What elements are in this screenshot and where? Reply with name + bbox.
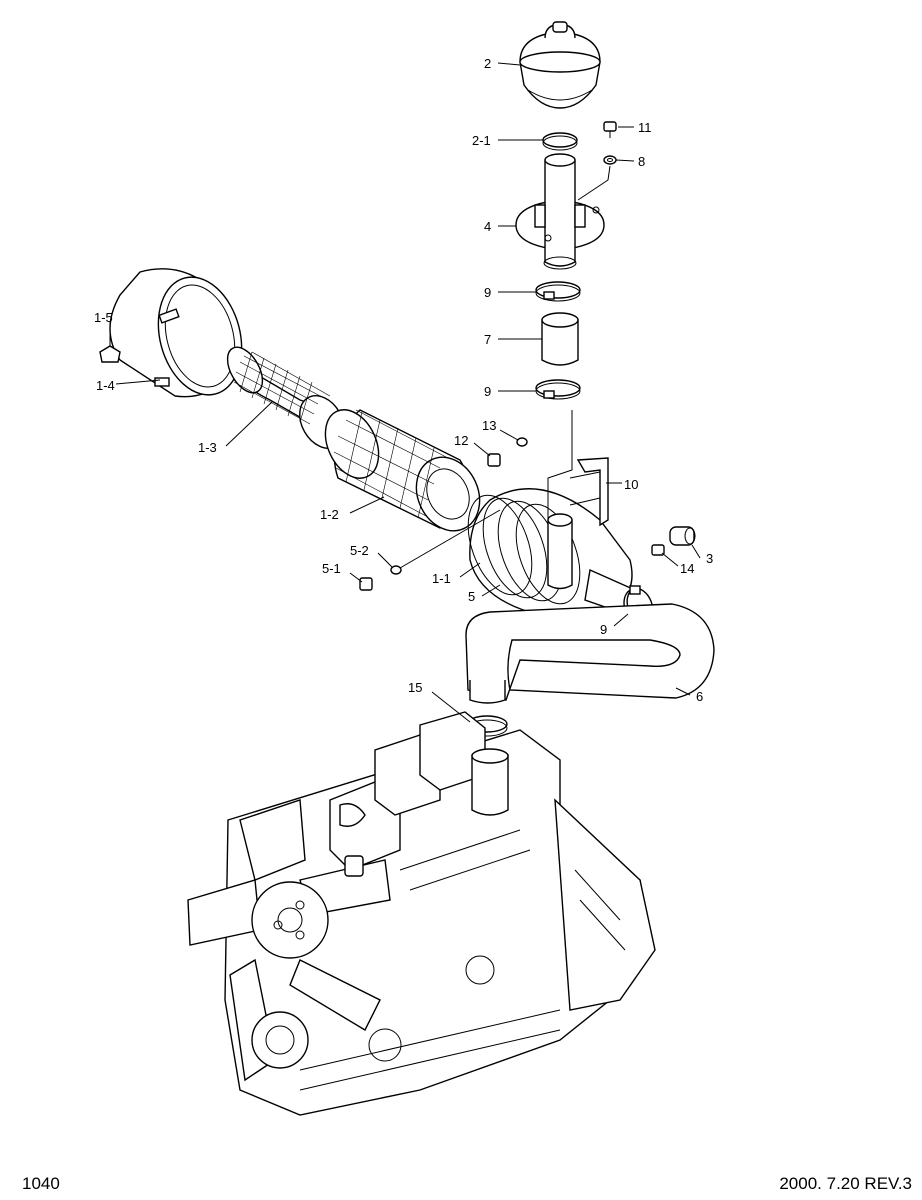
engine-assembly bbox=[187, 711, 656, 1116]
leader-lines bbox=[109, 62, 701, 723]
callout-10: 10 bbox=[624, 477, 638, 492]
revision-date: 2000. 7.20 REV.3 bbox=[779, 1174, 912, 1193]
callout-1-2: 1-2 bbox=[320, 507, 339, 522]
page-number: 1040 bbox=[22, 1174, 60, 1193]
inlet-tube-4 bbox=[515, 153, 605, 270]
callout-15: 15 bbox=[408, 680, 422, 695]
callout-9-lower: 9 bbox=[600, 622, 607, 637]
callout-2-1: 2-1 bbox=[472, 133, 491, 148]
washer-5-2 bbox=[390, 565, 402, 575]
hose-clamp-9-upper bbox=[535, 281, 581, 302]
hose-clamp-9-middle bbox=[535, 379, 581, 400]
callout-labels: 2 2-1 11 8 4 9 7 9 1-5 1-4 1-3 13 12 10 … bbox=[94, 56, 713, 704]
callout-9-upper: 9 bbox=[484, 285, 491, 300]
callout-3: 3 bbox=[706, 551, 713, 566]
evacuator-valve-1-5 bbox=[99, 345, 121, 363]
precleaner-cap bbox=[519, 21, 601, 109]
washer-8 bbox=[603, 155, 617, 165]
clamp-2-1 bbox=[542, 132, 578, 151]
callout-9-middle: 9 bbox=[484, 384, 491, 399]
callout-6: 6 bbox=[696, 689, 703, 704]
adapter-14 bbox=[651, 544, 665, 556]
dust-indicator-3 bbox=[669, 526, 696, 546]
callout-1-1: 1-1 bbox=[432, 571, 451, 586]
bolt-12 bbox=[487, 453, 501, 467]
callout-11: 11 bbox=[638, 120, 652, 135]
callout-5-2: 5-2 bbox=[350, 543, 369, 558]
callout-1-3: 1-3 bbox=[198, 440, 217, 455]
callout-2: 2 bbox=[484, 56, 491, 71]
callout-7: 7 bbox=[484, 332, 491, 347]
bolt-11 bbox=[603, 121, 617, 138]
washer-13 bbox=[516, 437, 528, 447]
hose-7 bbox=[541, 312, 579, 366]
mounting-bracket-10 bbox=[569, 457, 609, 527]
callout-8: 8 bbox=[638, 154, 645, 169]
callout-1-4: 1-4 bbox=[96, 378, 115, 393]
outer-filter-1-2 bbox=[324, 409, 481, 532]
callout-14: 14 bbox=[680, 561, 694, 576]
callout-13: 13 bbox=[482, 418, 496, 433]
callout-12: 12 bbox=[454, 433, 468, 448]
intake-hose-6 bbox=[465, 603, 715, 704]
callout-4: 4 bbox=[484, 219, 491, 234]
callout-1-5: 1-5 bbox=[94, 310, 113, 325]
cover-1-4 bbox=[109, 268, 243, 398]
callout-5: 5 bbox=[468, 589, 475, 604]
bolt-5-1 bbox=[359, 577, 373, 591]
callout-5-1: 5-1 bbox=[322, 561, 341, 576]
